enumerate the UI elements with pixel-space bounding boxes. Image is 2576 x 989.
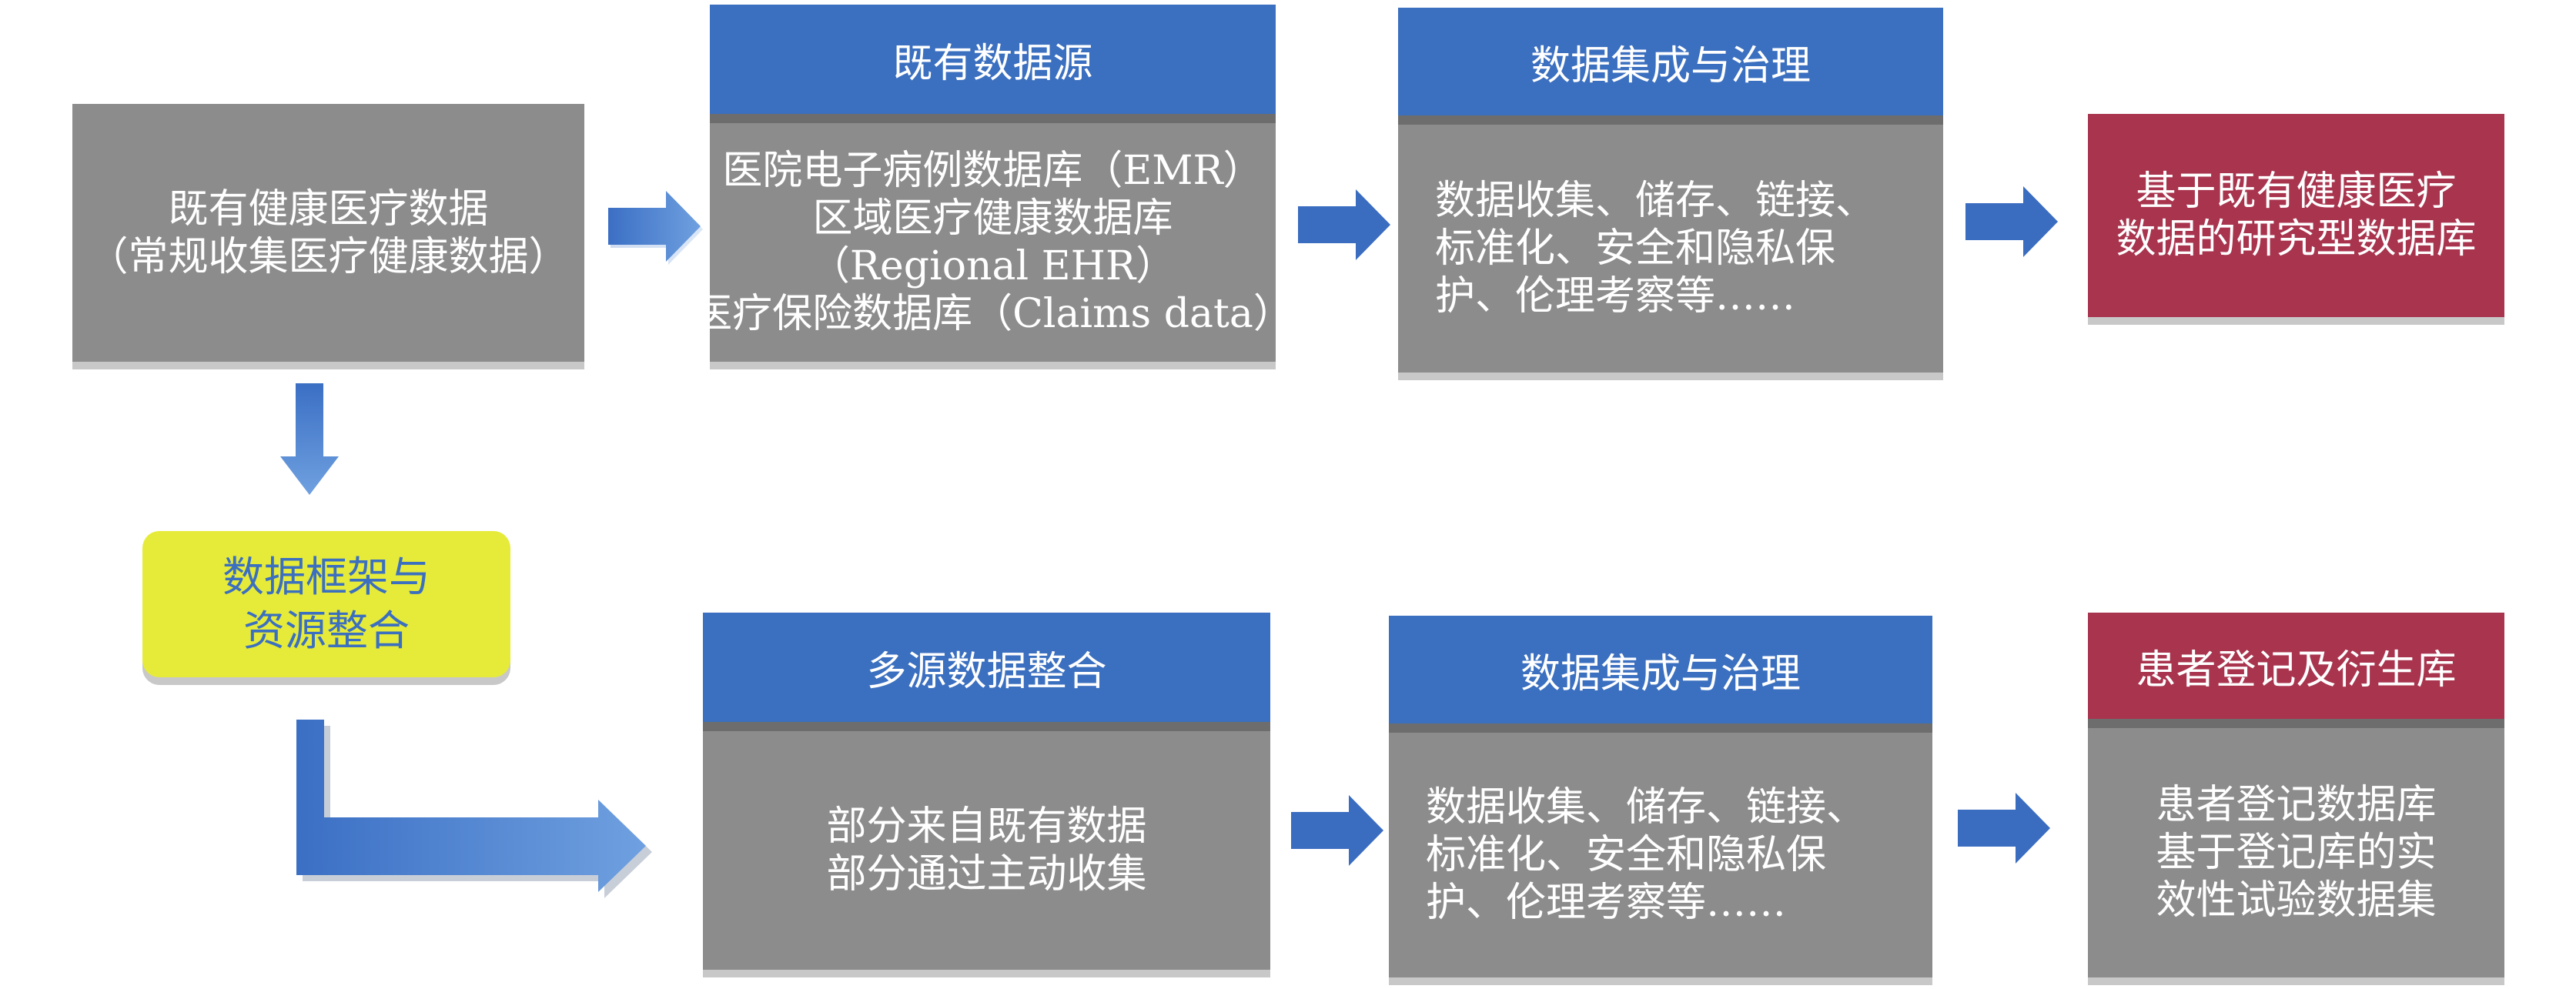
integration-bottom-text: 数据收集、储存、链接、 标准化、安全和隐私保 护、伦理考察等……: [1389, 733, 1932, 977]
patient-registry-line-2: 基于登记库的实: [2156, 830, 2437, 876]
arrow-right-3: [1965, 186, 2058, 257]
integration-top-text: 数据收集、储存、链接、 标准化、安全和隐私保 护、伦理考察等……: [1398, 125, 1943, 373]
source-box-text: 既有健康医疗数据 （常规收集医疗健康数据）: [72, 104, 584, 362]
arrow-right-2: [1298, 189, 1390, 260]
arrow-right-1: [608, 191, 703, 265]
integration-top-line-1: 数据收集、储存、链接、: [1435, 178, 1876, 224]
research-database-box: 基于既有健康医疗 数据的研究型数据库: [2088, 114, 2504, 317]
arrow-right-4: [1291, 795, 1383, 866]
multi-source-title: 多源数据整合: [703, 613, 1270, 731]
patient-registry-line-1: 患者登记数据库: [2156, 782, 2437, 828]
source-line-2: （常规收集医疗健康数据）: [88, 233, 569, 280]
arrow-right-5: [1958, 793, 2050, 864]
arrow-down: [280, 383, 339, 495]
multi-source-line-1: 部分来自既有数据: [826, 804, 1147, 850]
framework-line-2: 资源整合: [243, 606, 410, 655]
research-database-text: 基于既有健康医疗 数据的研究型数据库: [2088, 114, 2504, 317]
framework-line-1: 数据框架与: [222, 553, 430, 601]
framework-text: 数据框架与 资源整合: [142, 531, 510, 677]
existing-sources-text: 医院电子病例数据库（EMR） 区域医疗健康数据库 （Regional EHR） …: [692, 123, 1293, 362]
framework-box: 数据框架与 资源整合: [142, 531, 510, 677]
source-line-1: 既有健康医疗数据: [168, 185, 489, 232]
existing-source-emr: 医院电子病例数据库（EMR）: [722, 148, 1263, 194]
existing-source-claims: 医疗保险数据库（Claims data）: [692, 291, 1293, 337]
research-database-line-1: 基于既有健康医疗: [2136, 169, 2457, 215]
integration-top-line-2: 标准化、安全和隐私保: [1435, 226, 1836, 272]
integration-bottom-title: 数据集成与治理: [1389, 616, 1932, 733]
existing-sources-box: 既有数据源 医院电子病例数据库（EMR） 区域医疗健康数据库 （Regional…: [692, 5, 1293, 362]
multi-source-text: 部分来自既有数据 部分通过主动收集: [703, 731, 1270, 970]
research-database-line-2: 数据的研究型数据库: [2116, 216, 2477, 262]
integration-top-line-3: 护、伦理考察等……: [1435, 273, 1796, 319]
integration-bottom-line-3: 护、伦理考察等……: [1426, 880, 1787, 926]
multi-source-line-2: 部分通过主动收集: [826, 851, 1147, 897]
integration-bottom-line-1: 数据收集、储存、链接、: [1426, 784, 1867, 830]
patient-registry-text: 患者登记数据库 基于登记库的实 效性试验数据集: [2088, 728, 2504, 977]
elbow-arrow: [296, 720, 652, 898]
patient-registry-box: 患者登记及衍生库 患者登记数据库 基于登记库的实 效性试验数据集: [2088, 613, 2504, 977]
existing-source-regional-ehr: （Regional EHR）: [809, 243, 1176, 289]
existing-source-regional: 区域医疗健康数据库: [812, 195, 1173, 242]
patient-registry-title: 患者登记及衍生库: [2088, 613, 2504, 728]
source-box: 既有健康医疗数据 （常规收集医疗健康数据）: [72, 104, 584, 362]
existing-sources-title: 既有数据源: [710, 5, 1276, 123]
integration-top-title: 数据集成与治理: [1398, 8, 1943, 125]
integration-top-box: 数据集成与治理 数据收集、储存、链接、 标准化、安全和隐私保 护、伦理考察等……: [1398, 8, 1943, 373]
patient-registry-line-3: 效性试验数据集: [2156, 877, 2437, 924]
multi-source-box: 多源数据整合 部分来自既有数据 部分通过主动收集: [703, 613, 1270, 970]
integration-bottom-box: 数据集成与治理 数据收集、储存、链接、 标准化、安全和隐私保 护、伦理考察等……: [1389, 616, 1932, 977]
integration-bottom-line-2: 标准化、安全和隐私保: [1426, 832, 1827, 878]
